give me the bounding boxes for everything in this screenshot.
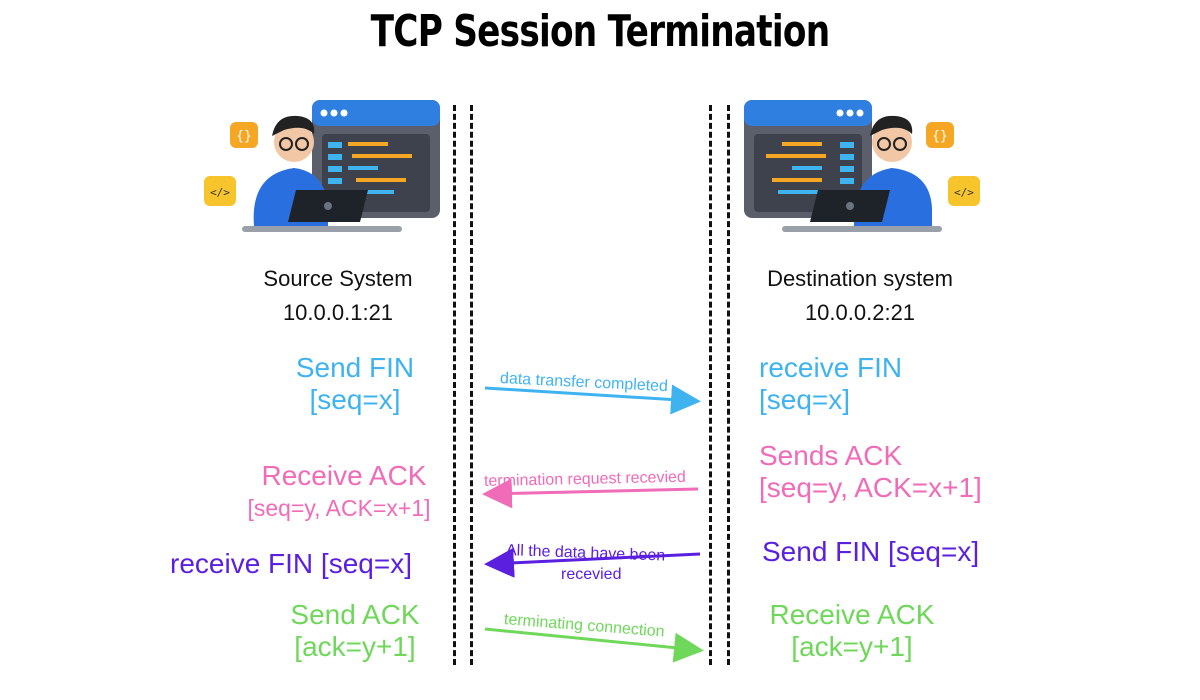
step1-source-line2: [seq=x] xyxy=(309,384,401,415)
step4-source-label: Send ACK [ack=y+1] xyxy=(255,599,455,663)
step3-destination-label: Send FIN [seq=x] xyxy=(762,536,980,567)
source-lifeline-outer xyxy=(453,105,456,665)
destination-lifeline-outer xyxy=(727,105,730,665)
step1-source-line1: Send FIN xyxy=(295,352,415,383)
source-system-name: Source System xyxy=(263,266,413,291)
step2-destination-label: Sends ACK [seq=y, ACK=x+1] xyxy=(759,440,982,504)
step1-destination-line1: receive FIN xyxy=(759,352,903,383)
step4-source-line2: [ack=y+1] xyxy=(294,631,416,662)
step4-destination-label: Receive ACK [ack=y+1] xyxy=(752,599,952,663)
step2-arrow xyxy=(482,478,699,509)
svg-text:{}: {} xyxy=(932,129,948,144)
source-developer-illustration: {} </> xyxy=(204,100,440,232)
step3-source-label: receive FIN [seq=x] xyxy=(170,548,412,579)
step1-source-label: Send FIN [seq=x] xyxy=(255,352,455,416)
step2-source-line1: Receive ACK xyxy=(261,460,427,491)
step4-destination-line2: [ack=y+1] xyxy=(791,631,913,662)
destination-system-address: 10.0.0.2:21 xyxy=(804,300,916,325)
step2-destination-line1: Sends ACK xyxy=(759,440,903,471)
step2-source-line2: [seq=y, ACK=x+1] xyxy=(247,495,431,521)
step3-arrow xyxy=(484,547,701,578)
destination-system-name: Destination system xyxy=(767,266,953,291)
svg-text:</>: </> xyxy=(954,186,974,199)
step3-arrow-caption-line2: recevied xyxy=(561,566,622,583)
step1-arrow xyxy=(484,384,701,415)
step2-destination-line2: [seq=y, ACK=x+1] xyxy=(759,472,982,503)
svg-text:</>: </> xyxy=(210,186,230,199)
source-system-address: 10.0.0.1:21 xyxy=(282,300,394,325)
step4-source-line1: Send ACK xyxy=(290,599,420,630)
step4-destination-line1: Receive ACK xyxy=(769,599,935,630)
step2-source-label: Receive ACK [seq=y, ACK=x+1] xyxy=(244,460,444,524)
destination-lifeline-inner xyxy=(709,105,712,665)
source-lifeline-inner xyxy=(470,105,473,665)
destination-developer-illustration: {} </> xyxy=(744,100,980,232)
page-title: TCP Session Termination xyxy=(370,6,830,57)
step1-destination-line2: [seq=x] xyxy=(759,384,851,415)
step1-destination-label: receive FIN [seq=x] xyxy=(759,352,902,416)
svg-text:{}: {} xyxy=(236,129,252,144)
step4-arrow xyxy=(484,627,704,663)
